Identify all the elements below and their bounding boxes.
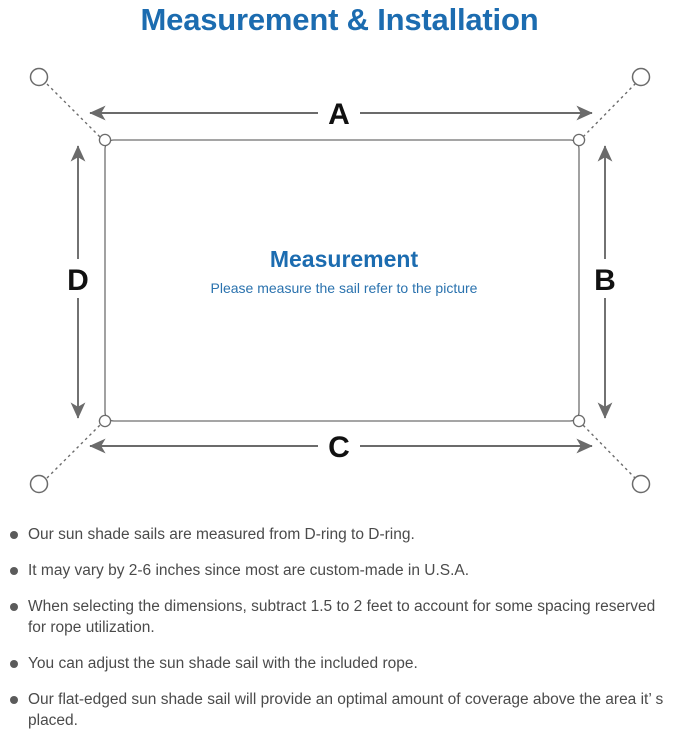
list-item: You can adjust the sun shade sail with t… — [0, 653, 679, 674]
rope-lines — [45, 82, 637, 480]
dimension-label-b: B — [594, 264, 616, 297]
d-ring-top-left — [98, 133, 112, 147]
diagram-center-subtitle: Please measure the sail refer to the pic… — [211, 280, 478, 296]
notes-list: Our sun shade sails are measured from D-… — [0, 524, 679, 731]
bullet-icon — [10, 660, 18, 668]
rope-line-bottom-right — [578, 420, 637, 480]
anchor-point-top-left — [29, 67, 49, 87]
list-item: Our sun shade sails are measured from D-… — [0, 524, 679, 545]
note-text: It may vary by 2-6 inches since most are… — [28, 562, 470, 579]
bullet-icon — [10, 603, 18, 611]
diagram-canvas: A C D B Measurement Please measure the s… — [29, 67, 651, 494]
d-rings — [98, 133, 586, 428]
note-text: Our flat-edged sun shade sail will provi… — [28, 691, 664, 729]
list-item: It may vary by 2-6 inches since most are… — [0, 560, 679, 581]
note-text: Our sun shade sails are measured from D-… — [28, 526, 415, 543]
anchor-point-bottom-left — [29, 474, 49, 494]
list-item: When selecting the dimensions, subtract … — [0, 596, 679, 638]
rope-line-bottom-left — [45, 420, 105, 480]
bullet-icon — [10, 567, 18, 575]
sail-rectangle — [104, 139, 580, 422]
dimension-label-d: D — [67, 264, 89, 297]
anchor-point-top-right — [631, 67, 651, 87]
dimension-label-a: A — [328, 98, 350, 131]
note-text: You can adjust the sun shade sail with t… — [28, 655, 418, 672]
anchor-points — [29, 67, 651, 494]
d-ring-bottom-right — [572, 414, 586, 428]
note-text: When selecting the dimensions, subtract … — [28, 598, 656, 636]
bullet-icon — [10, 696, 18, 704]
diagram-center-title: Measurement — [270, 246, 419, 272]
rope-line-top-right — [578, 82, 637, 142]
bullet-icon — [10, 531, 18, 539]
d-ring-top-right — [572, 133, 586, 147]
anchor-point-bottom-right — [631, 474, 651, 494]
page-title: Measurement & Installation — [140, 2, 539, 37]
list-item: Our flat-edged sun shade sail will provi… — [0, 689, 679, 731]
rope-line-top-left — [45, 82, 105, 142]
measurement-diagram: A C D B Measurement Please measure the s… — [0, 46, 679, 516]
d-ring-bottom-left — [98, 414, 112, 428]
dimension-label-c: C — [328, 431, 350, 464]
